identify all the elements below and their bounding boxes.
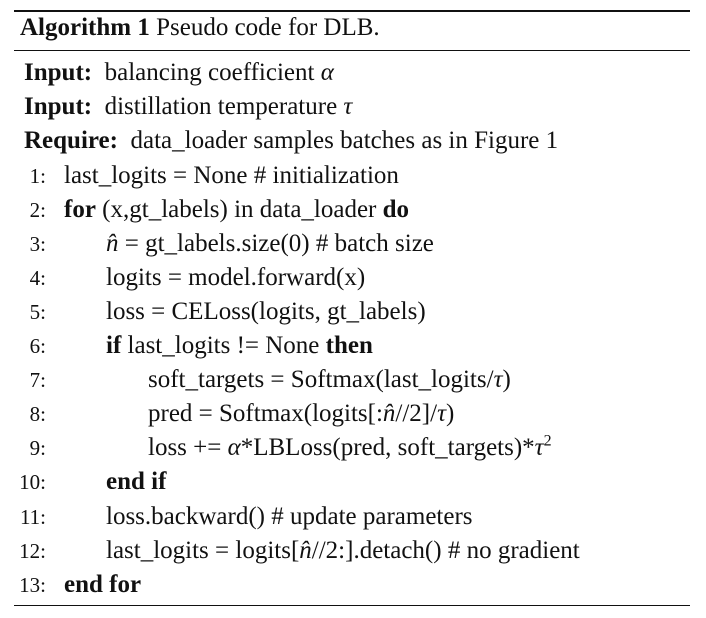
line-number: 7: (29, 368, 46, 392)
line-code: for (x,gt_labels) in data_loader do (64, 193, 409, 227)
code-text: last_logits = None # initialization (64, 162, 399, 189)
end-if-keyword: end if (106, 468, 167, 495)
exponent: 2 (543, 432, 552, 450)
for-keyword: for (64, 196, 96, 223)
code-text: soft_targets = Softmax(last_logits/ (148, 366, 494, 393)
line-code: soft_targets = Softmax(last_logits/τ) (148, 363, 511, 397)
require-description: data_loader samples batches as in Figure… (130, 127, 559, 154)
line-number: 2: (29, 198, 46, 222)
code-text: ) (446, 400, 455, 427)
algorithm-label: Algorithm 1 (20, 14, 150, 41)
alpha-symbol: α (320, 59, 334, 86)
code-line-1: 1: last_logits = None # initialization (0, 159, 700, 193)
then-keyword: then (325, 332, 373, 359)
line-number: 3: (29, 232, 46, 256)
code-line-12: 12: last_logits = logits[n̂//2:].detach(… (0, 534, 700, 568)
code-text: //2:].detach() # no gradient (311, 537, 580, 564)
line-number: 4: (29, 266, 46, 290)
code-text: loss += (148, 434, 228, 461)
code-line-6: 6: if last_logits != None then (0, 329, 700, 363)
code-text: pred = Softmax(logits[: (148, 400, 383, 427)
code-line-10: 10: end if (0, 465, 700, 499)
tau-symbol: τ (534, 434, 544, 461)
line-code: pred = Softmax(logits[:n̂//2]/τ) (148, 397, 454, 431)
line-number: 13: (19, 573, 46, 597)
code-text: loss = CELoss(logits, gt_labels) (106, 298, 426, 325)
line-code: if last_logits != None then (106, 329, 373, 363)
code-text: //2]/ (395, 400, 438, 427)
code-line-8: 8: pred = Softmax(logits[:n̂//2]/τ) (0, 397, 700, 431)
code-line-11: 11: loss.backward() # update parameters (0, 500, 700, 534)
code-text: loss.backward() # update parameters (106, 503, 473, 530)
input-line-2: Input: distillation temperature τ (24, 92, 352, 122)
line-code: loss = CELoss(logits, gt_labels) (106, 295, 426, 329)
code-text: (x,gt_labels) in data_loader (95, 196, 383, 223)
line-code: last_logits = logits[n̂//2:].detach() # … (106, 534, 580, 568)
require-line: Require: data_loader samples batches as … (24, 126, 558, 156)
code-line-7: 7: soft_targets = Softmax(last_logits/τ) (0, 363, 700, 397)
line-code: end if (106, 465, 166, 499)
input-keyword: Input: (24, 93, 93, 120)
line-number: 12: (19, 539, 46, 563)
tau-symbol: τ (437, 400, 447, 427)
tau-symbol: τ (343, 93, 353, 120)
code-text: last_logits != None (121, 332, 326, 359)
end-for-keyword: end for (64, 571, 142, 598)
n-hat-symbol: n̂ (106, 230, 119, 257)
top-rule (14, 10, 690, 12)
code-text: = gt_labels.size(0) # batch size (118, 230, 434, 257)
line-code: n̂ = gt_labels.size(0) # batch size (106, 227, 434, 261)
n-hat-symbol: n̂ (299, 537, 312, 564)
code-line-3: 3: n̂ = gt_labels.size(0) # batch size (0, 227, 700, 261)
algorithm-title: Pseudo code for DLB. (156, 14, 380, 41)
code-line-2: 2: for (x,gt_labels) in data_loader do (0, 193, 700, 227)
code-line-9: 9: loss += α*LBLoss(pred, soft_targets)*… (0, 431, 700, 465)
line-number: 1: (29, 164, 46, 188)
line-code: loss += α*LBLoss(pred, soft_targets)*τ2 (148, 431, 552, 465)
line-code: end for (64, 568, 141, 602)
line-code: logits = model.forward(x) (106, 261, 365, 295)
line-code: loss.backward() # update parameters (106, 500, 473, 534)
code-line-5: 5: loss = CELoss(logits, gt_labels) (0, 295, 700, 329)
algorithm-caption: Algorithm 1 Pseudo code for DLB. (20, 13, 380, 43)
input-description: balancing coefficient (104, 59, 321, 86)
line-code: last_logits = None # initialization (64, 159, 399, 193)
code-text: last_logits = logits[ (106, 537, 300, 564)
code-text: *LBLoss(pred, soft_targets)* (240, 434, 535, 461)
code-line-4: 4: logits = model.forward(x) (0, 261, 700, 295)
n-hat-symbol: n̂ (382, 400, 396, 427)
code-line-13: 13: end for (0, 568, 700, 602)
caption-rule (14, 50, 690, 51)
line-number: 6: (29, 334, 46, 358)
tau-symbol: τ (493, 366, 503, 393)
bottom-rule (14, 605, 690, 606)
line-number: 11: (19, 505, 46, 529)
require-keyword: Require: (24, 127, 118, 154)
if-keyword: if (106, 332, 122, 359)
line-number: 9: (29, 436, 46, 460)
code-text: logits = model.forward(x) (106, 264, 366, 291)
input-description: distillation temperature (104, 93, 344, 120)
alpha-symbol: α (227, 434, 241, 461)
do-keyword: do (382, 196, 410, 223)
code-text: ) (502, 366, 511, 393)
input-keyword: Input: (24, 59, 93, 86)
line-number: 5: (29, 300, 46, 324)
line-number: 8: (29, 402, 46, 426)
line-number: 10: (19, 470, 46, 494)
input-line-1: Input: balancing coefficient α (24, 58, 334, 88)
